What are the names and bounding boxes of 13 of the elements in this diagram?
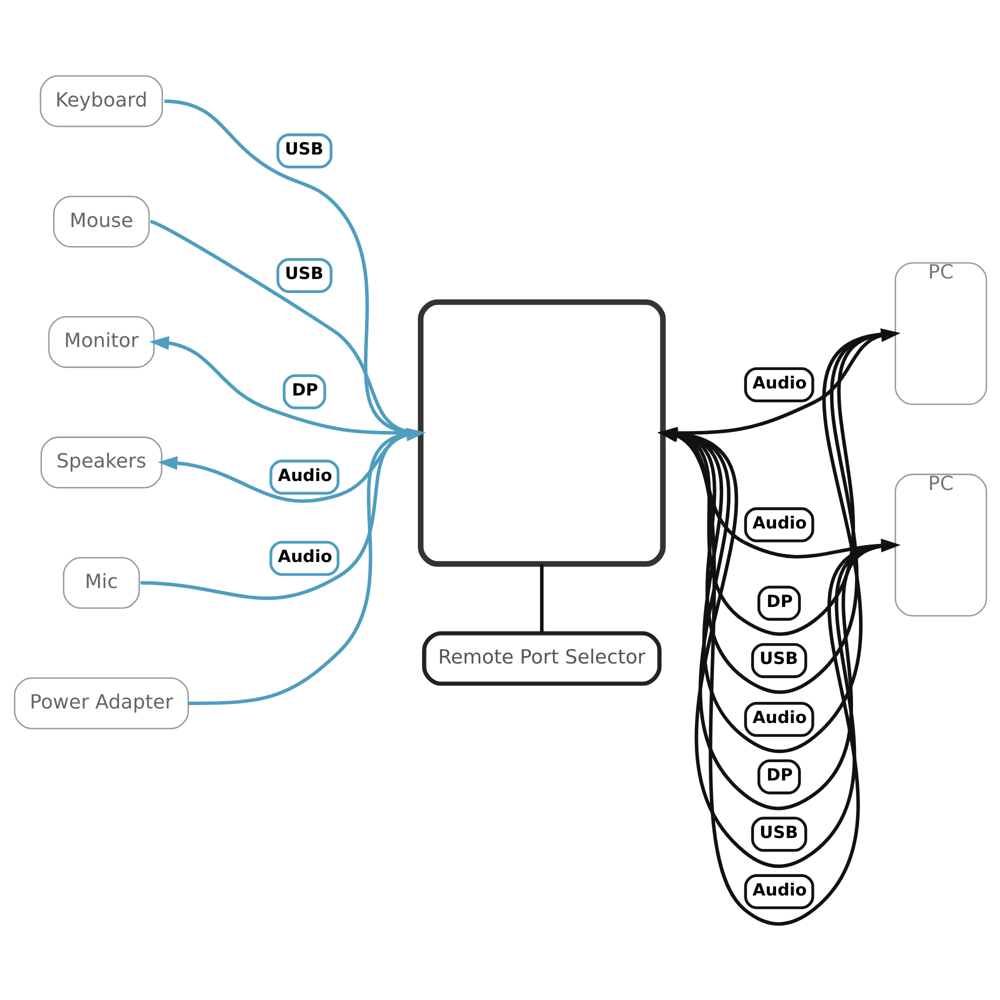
edge-label: DP	[291, 379, 318, 400]
edge-label: DP	[766, 590, 792, 611]
edge-label: USB	[284, 263, 323, 284]
edge-label: Audio	[752, 879, 806, 900]
edge-label: Audio	[752, 707, 806, 728]
edge-label: USB	[284, 138, 323, 159]
edge-label: USB	[759, 822, 798, 842]
edge-label: USB	[759, 648, 798, 668]
edge-label: Audio	[752, 512, 806, 532]
edge-label: DP	[766, 764, 792, 784]
edge-label: Audio	[752, 372, 806, 392]
edge-label: Audio	[277, 464, 332, 485]
edge-label: Audio	[277, 546, 332, 566]
